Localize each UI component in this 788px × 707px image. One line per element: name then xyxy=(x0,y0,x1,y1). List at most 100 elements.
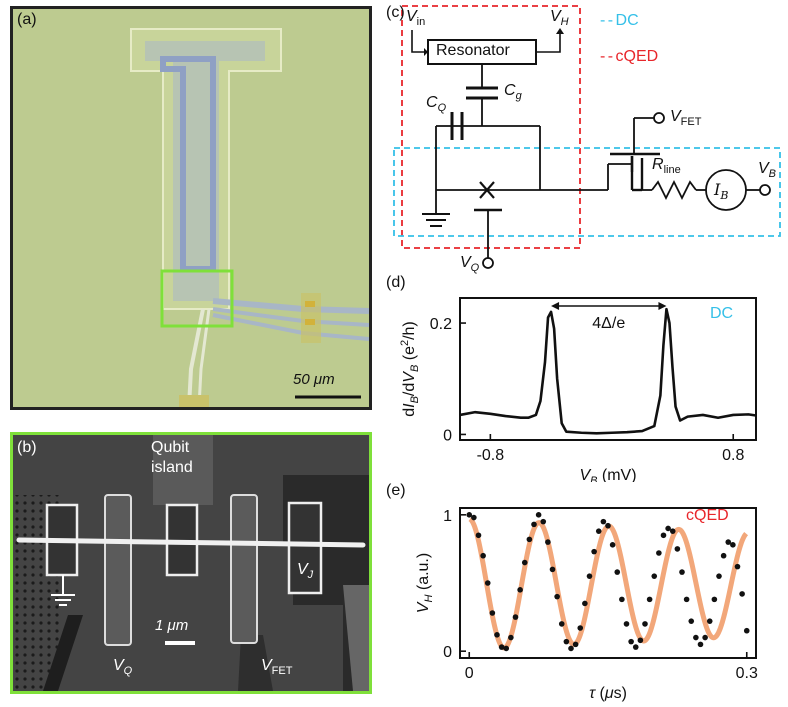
ground-icon xyxy=(51,575,75,606)
x-tick-label-e: 0.3 xyxy=(736,665,758,682)
data-point xyxy=(693,634,699,641)
data-point xyxy=(646,596,653,603)
rline-resistor xyxy=(651,179,697,201)
panel-a-label: (a) xyxy=(17,11,37,28)
legend-cqed: - - cQED xyxy=(600,48,659,65)
data-point xyxy=(508,634,514,641)
data-point xyxy=(600,518,607,525)
data-point xyxy=(716,573,722,579)
plot-frame-e xyxy=(459,507,757,659)
sem-drawing xyxy=(13,435,369,691)
panel-b-label: (b) xyxy=(17,439,37,456)
data-point xyxy=(563,638,570,645)
zoom-box xyxy=(160,269,234,328)
data-point xyxy=(702,634,708,641)
conductance-line xyxy=(459,307,757,435)
cqed-tag: cQED xyxy=(686,507,729,524)
data-point xyxy=(725,539,732,545)
x-axis-label-e: τ (μs) xyxy=(589,685,627,702)
y-tick-label-d: 0.2 xyxy=(430,316,452,333)
x-tick-label-d: -0.8 xyxy=(477,447,505,464)
data-point xyxy=(637,637,644,644)
micrograph-drawing xyxy=(13,9,369,407)
data-point xyxy=(466,512,473,518)
vj-label-b: VJ xyxy=(297,561,314,582)
y-tick-label-e: 0 xyxy=(443,644,452,661)
dc-tag: DC xyxy=(710,305,733,322)
scale-bar-a-label: 50 μm xyxy=(293,371,335,388)
data-point xyxy=(471,514,477,521)
panel-c-label: (c) xyxy=(386,4,405,21)
data-point xyxy=(665,525,671,532)
gap-arrow-head-right xyxy=(658,302,667,310)
gap-label: 4Δ/e xyxy=(592,315,625,332)
data-point xyxy=(674,546,681,552)
data-point xyxy=(651,573,658,579)
data-point xyxy=(605,522,611,529)
vh-label: VH xyxy=(550,8,569,29)
data-point xyxy=(669,528,676,534)
data-point xyxy=(683,596,690,603)
data-point xyxy=(642,621,648,627)
data-point xyxy=(720,552,727,559)
vfet-label-c: VFET xyxy=(670,108,702,129)
y-axis-label-e: VH (a.u.) xyxy=(415,553,435,613)
y-tick-label-e: 1 xyxy=(443,508,452,525)
data-point xyxy=(619,596,625,603)
rline-label: Rline xyxy=(652,156,681,177)
data-point xyxy=(679,569,685,575)
x-tick-label-e: 0 xyxy=(465,665,474,682)
data-point xyxy=(517,587,523,593)
circuit-drawing xyxy=(393,5,781,269)
data-point xyxy=(531,521,537,528)
data-point xyxy=(540,518,547,525)
data-point xyxy=(484,580,491,586)
data-point xyxy=(572,641,579,648)
data-point xyxy=(656,550,662,556)
data-point xyxy=(494,632,500,638)
vin-label: Vin xyxy=(406,8,426,29)
data-point xyxy=(739,591,745,597)
data-point xyxy=(623,621,630,627)
chart-e: 0 0.3 0 1 cQED τ (μs) VH (a.u.) xyxy=(415,507,758,702)
resonator-label: Resonator xyxy=(436,42,510,59)
data-point xyxy=(475,532,482,539)
scale-bar-b-label: 1 μm xyxy=(155,617,189,634)
data-point xyxy=(706,618,713,624)
fit-curve xyxy=(468,516,749,651)
plot-frame-d xyxy=(459,297,757,441)
data-point xyxy=(558,621,565,627)
data-point xyxy=(521,559,528,566)
x-axis-label-d: VB (mV) xyxy=(579,467,636,482)
vfet-label-b: VFET xyxy=(261,657,293,678)
junction-icon xyxy=(479,181,495,199)
panel-c-circuit: (c) Resonator Vin VH CQ Cg VFET Rline IB… xyxy=(384,0,788,275)
data-point xyxy=(535,512,542,518)
cq-label: CQ xyxy=(426,94,447,115)
data-point xyxy=(734,563,741,570)
gap-arrow-head-left xyxy=(551,302,560,310)
data-point xyxy=(526,536,533,543)
vq-label-c: VQ xyxy=(460,254,480,275)
data-point xyxy=(512,614,519,620)
data-point xyxy=(554,593,560,600)
data-point xyxy=(503,645,510,652)
vb-label: VB xyxy=(758,160,777,181)
vq-terminal xyxy=(482,257,494,269)
panel-a-micrograph: (a) 50 μm xyxy=(10,6,372,410)
data-point xyxy=(498,644,505,650)
data-point xyxy=(711,596,718,603)
dc-box xyxy=(393,147,781,237)
qubit-island-label-1: Qubit xyxy=(151,439,190,456)
y-axis-label-d: dIB/dVB (e2/h) xyxy=(399,321,421,417)
data-point xyxy=(730,542,736,548)
data-point xyxy=(568,645,574,652)
qubit-island-label-2: island xyxy=(151,459,193,476)
data-point xyxy=(632,644,639,650)
data-point xyxy=(545,539,551,545)
data-point xyxy=(489,610,496,616)
data-point xyxy=(628,638,634,645)
panel-e-label: (e) xyxy=(386,482,406,499)
